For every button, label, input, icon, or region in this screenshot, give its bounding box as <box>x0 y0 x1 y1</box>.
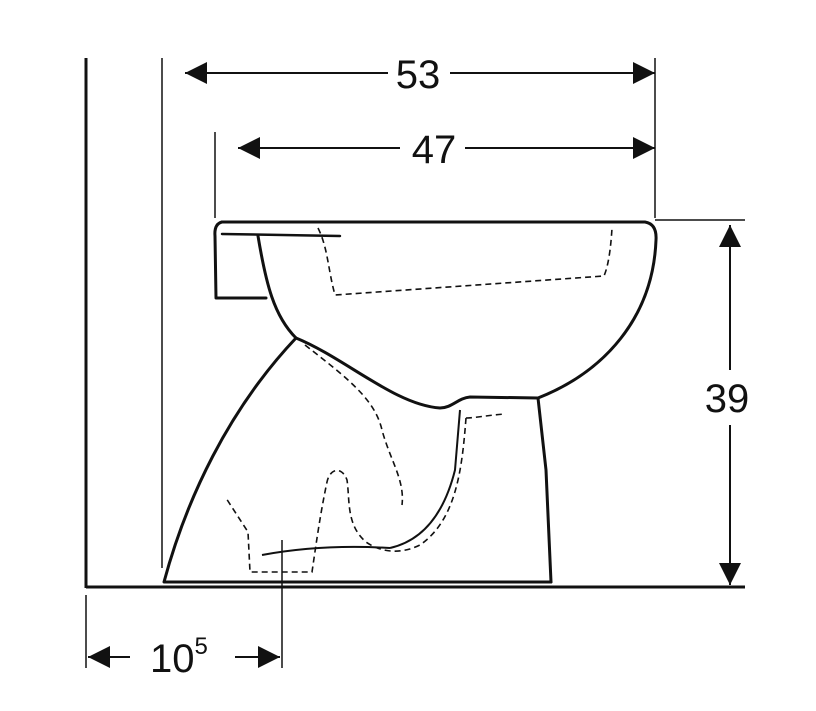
foot-front-edge <box>536 396 553 584</box>
outlet-pipe-top <box>261 545 391 556</box>
bowl-rear-curve <box>256 234 298 340</box>
seat-hinge-block <box>213 220 268 300</box>
toilet-rim <box>220 220 658 400</box>
dimension-label-53: 53 <box>396 53 441 97</box>
trap-outer-curve <box>225 413 506 573</box>
dimension-label-47: 47 <box>412 128 457 172</box>
seat-lever <box>220 232 342 238</box>
dimension-label-105-base: 10 <box>150 637 195 681</box>
bowl-water-line <box>317 227 613 296</box>
outlet-pipe-inner <box>389 409 461 549</box>
outlet-pipe <box>261 409 461 556</box>
bowl-inner-bottom <box>294 336 540 410</box>
dimension-label-105: 105 <box>150 633 208 681</box>
internal-hidden-lines <box>225 227 613 573</box>
toilet-outline <box>162 220 658 584</box>
foot-rear-edge <box>162 336 553 584</box>
dimension-label-105-superscript: 5 <box>195 633 208 660</box>
trap-inner-curve <box>304 344 404 506</box>
dimension-label-39: 39 <box>705 377 750 421</box>
